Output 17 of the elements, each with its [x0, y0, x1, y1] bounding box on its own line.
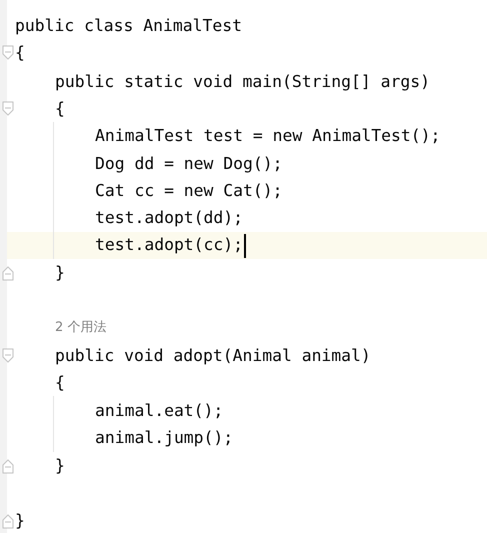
code-line: public void adopt(Animal animal) — [55, 346, 371, 366]
code-line: animal.eat(); — [95, 401, 224, 421]
code-line: { — [55, 373, 65, 393]
code-line: Dog dd = new Dog(); — [95, 154, 282, 174]
code-line: test.adopt(dd); — [95, 208, 244, 228]
code-line: } — [55, 456, 65, 476]
code-line: } — [55, 263, 65, 283]
usage-hint: 2 个用法 — [55, 319, 106, 337]
code-line: AnimalTest test = new AnimalTest(); — [95, 126, 440, 146]
code-line: { — [55, 99, 65, 119]
code-line: animal.jump(); — [95, 428, 234, 448]
code-line: } — [15, 511, 25, 531]
code-line: { — [15, 43, 25, 63]
code-line: test.adopt(cc); — [95, 235, 244, 255]
code-line: public static void main(String[] args) — [55, 72, 430, 92]
code-line: public class AnimalTest — [15, 16, 242, 36]
code-line: Cat cc = new Cat(); — [95, 181, 282, 201]
